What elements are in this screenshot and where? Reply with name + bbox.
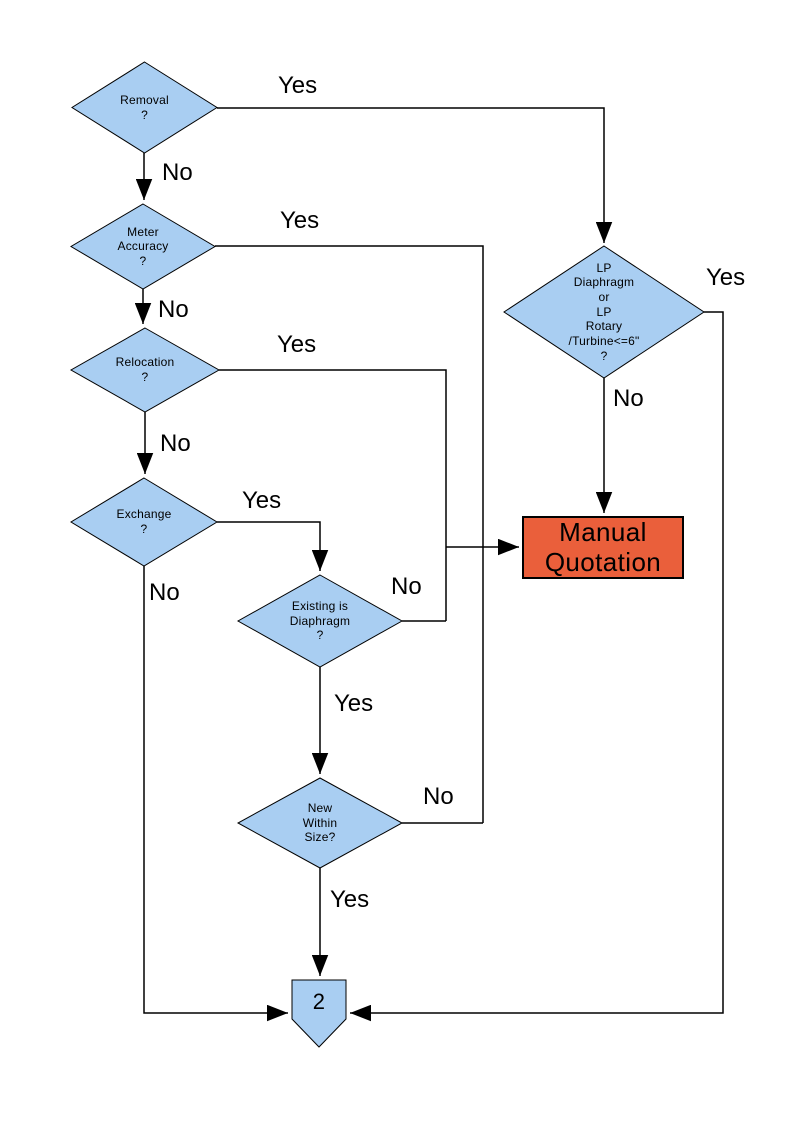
decision-meter-accuracy xyxy=(70,203,216,290)
decision-removal-label: Removal ? xyxy=(120,92,169,122)
decision-lp-meter-type xyxy=(503,245,705,379)
edge-label-meter-accuracy-yes: Yes xyxy=(280,207,320,234)
edge-label-exchange-yes: Yes xyxy=(242,487,282,514)
edge-label-relocation-no: No xyxy=(160,430,191,457)
edge-label-existing-yes: Yes xyxy=(334,690,374,717)
edge-label-lp-yes: Yes xyxy=(706,264,746,291)
edge-label-lp-no: No xyxy=(613,385,644,412)
edge-label-existing-no: No xyxy=(391,573,422,600)
edge-label-removal-yes: Yes xyxy=(278,72,318,99)
decision-relocation-label: Relocation ? xyxy=(115,355,175,384)
decision-lp-meter-type-label: LP Diaphragm or LP Rotary /Turbine<=6" ? xyxy=(568,260,640,363)
decision-removal xyxy=(71,61,218,154)
decision-exchange xyxy=(70,477,218,567)
edge-relocation-yes xyxy=(219,369,447,621)
decision-relocation xyxy=(69,327,221,413)
decision-meter-accuracy-label: Meter Accuracy ? xyxy=(117,224,169,268)
edge-label-exchange-no: No xyxy=(149,579,180,606)
decision-exchange-label: Exchange ? xyxy=(116,507,172,536)
edge-exchange-no xyxy=(143,566,288,1022)
decision-new-within-size xyxy=(236,777,404,869)
process-manual-quotation xyxy=(522,516,684,579)
decision-new-within-size-label: New Within Size? xyxy=(302,801,338,845)
edge-removal-yes xyxy=(217,107,613,243)
edge-label-removal-no: No xyxy=(162,159,193,186)
edge-label-new-within-yes: Yes xyxy=(330,886,370,913)
decision-existing-is-diaphragm xyxy=(236,574,404,668)
process-manual-quotation-label: Manual Quotation xyxy=(544,516,662,577)
offpage-connector-2 xyxy=(291,979,347,1048)
edge-exchange-yes xyxy=(217,521,329,571)
decision-existing-is-diaphragm-label: Existing is Diaphragm ? xyxy=(289,599,351,643)
edge-label-meter-accuracy-no: No xyxy=(158,296,189,323)
edge-meter-accuracy-yes xyxy=(215,245,484,823)
edge-label-relocation-yes: Yes xyxy=(277,331,317,358)
edge-lp-yes xyxy=(350,311,724,1022)
offpage-connector-2-label: 2 xyxy=(312,989,326,1015)
edge-label-new-within-no: No xyxy=(423,783,454,810)
